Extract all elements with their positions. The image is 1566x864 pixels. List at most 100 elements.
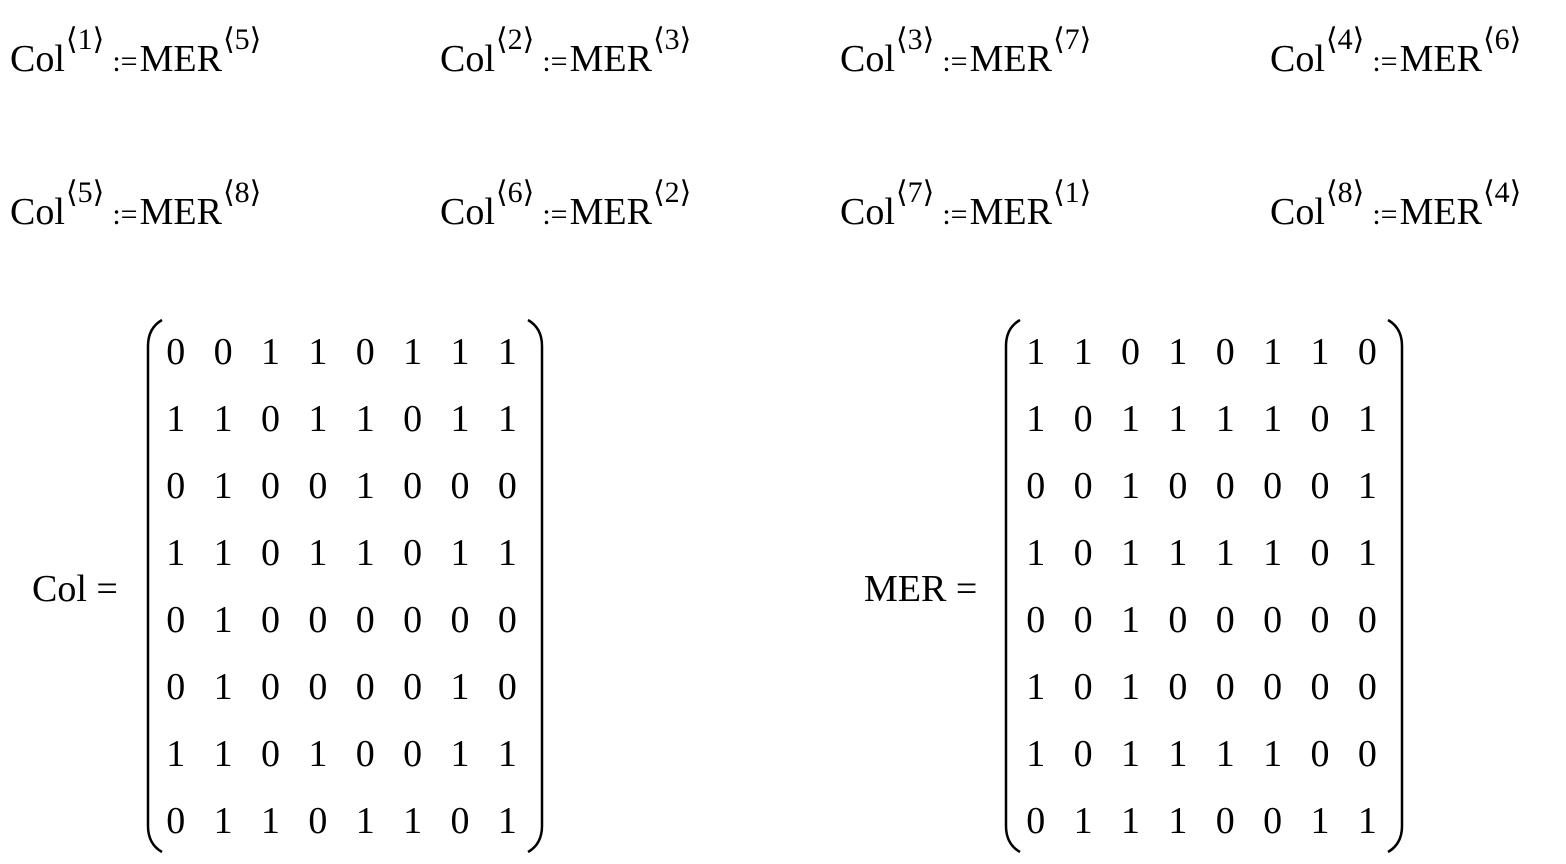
matrix-cell: 1 — [389, 318, 436, 385]
matrix-cell: 1 — [199, 586, 246, 653]
matrix-cell: 0 — [342, 318, 389, 385]
matrix-cell: 1 — [436, 720, 483, 787]
matrix-cell: 0 — [342, 586, 389, 653]
assign-operator: := — [542, 45, 567, 78]
matrix-cell: 1 — [1202, 720, 1249, 787]
matrix-label: MER = — [864, 570, 977, 608]
matrix-cell: 1 — [1107, 452, 1154, 519]
assignment-col-5: Col⟨5⟩:=MER⟨8⟩ — [10, 193, 261, 231]
right-paren-icon — [524, 318, 548, 854]
rhs-index: ⟨3⟩ — [653, 23, 691, 56]
matrix-cell: 0 — [389, 385, 436, 452]
matrix-cell: 1 — [1107, 787, 1154, 854]
right-paren-icon — [1384, 318, 1408, 854]
rhs-index: ⟨6⟩ — [1483, 23, 1521, 56]
matrix-cell: 0 — [152, 787, 199, 854]
matrix-cell: 1 — [1107, 385, 1154, 452]
matrix-cell: 0 — [1296, 519, 1343, 586]
matrix-cell: 0 — [1154, 586, 1201, 653]
matrix-cell: 1 — [1059, 787, 1106, 854]
matrix-cell: 0 — [389, 519, 436, 586]
matrix-cell: 0 — [294, 452, 341, 519]
matrix-cell: 1 — [199, 385, 246, 452]
lhs-name: Col — [840, 38, 895, 80]
lhs-index: ⟨2⟩ — [496, 23, 534, 56]
matrix-cell: 0 — [152, 318, 199, 385]
matrix-cell: 0 — [1059, 586, 1106, 653]
matrix-cell: 1 — [1296, 318, 1343, 385]
lhs-name: Col — [840, 191, 895, 233]
rhs-name: MER — [970, 38, 1052, 80]
lhs-name: Col — [10, 38, 65, 80]
matrix-cell: 1 — [247, 787, 294, 854]
rhs-name: MER — [140, 38, 222, 80]
matrix-cell: 1 — [1154, 318, 1201, 385]
matrix-cell: 1 — [294, 318, 341, 385]
matrix-cell: 0 — [1202, 586, 1249, 653]
matrix-cell: 1 — [436, 385, 483, 452]
lhs-name: Col — [1270, 191, 1325, 233]
lhs-index: ⟨5⟩ — [66, 176, 104, 209]
matrix-cell: 1 — [294, 519, 341, 586]
matrix-cell: 0 — [436, 452, 483, 519]
matrix-cell: 1 — [199, 519, 246, 586]
matrix-cell: 0 — [389, 653, 436, 720]
assign-operator: := — [542, 198, 567, 231]
matrix-cell: 1 — [1249, 385, 1296, 452]
matrix-cell: 0 — [1296, 653, 1343, 720]
matrix-cell: 0 — [247, 385, 294, 452]
rhs-index: ⟨7⟩ — [1053, 23, 1091, 56]
matrix-cell: 0 — [152, 653, 199, 720]
rhs-index: ⟨2⟩ — [653, 176, 691, 209]
matrix-cell: 1 — [1107, 586, 1154, 653]
lhs-name: Col — [440, 191, 495, 233]
assignment-col-2: Col⟨2⟩:=MER⟨3⟩ — [440, 40, 691, 78]
matrix-cell: 0 — [247, 653, 294, 720]
assign-operator: := — [942, 45, 967, 78]
assignment-col-8: Col⟨8⟩:=MER⟨4⟩ — [1270, 193, 1521, 231]
assign-operator: := — [1372, 45, 1397, 78]
matrix-cell: 1 — [1249, 318, 1296, 385]
matrix-cell: 1 — [342, 385, 389, 452]
assign-operator: := — [112, 198, 137, 231]
matrix-cell: 0 — [1154, 653, 1201, 720]
matrix-cell: 0 — [247, 586, 294, 653]
lhs-name: Col — [10, 191, 65, 233]
rhs-name: MER — [570, 38, 652, 80]
matrix-cell: 0 — [436, 787, 483, 854]
assignment-col-3: Col⟨3⟩:=MER⟨7⟩ — [840, 40, 1091, 78]
assignment-col-1: Col⟨1⟩:=MER⟨5⟩ — [10, 40, 261, 78]
matrix-cell: 1 — [1107, 720, 1154, 787]
matrix-cell: 1 — [1154, 519, 1201, 586]
matrix-cell: 1 — [1154, 385, 1201, 452]
assign-operator: := — [942, 198, 967, 231]
matrix-cell: 0 — [247, 519, 294, 586]
matrix-cell: 1 — [152, 720, 199, 787]
matrix-cell: 1 — [1249, 720, 1296, 787]
matrix-cell: 0 — [1296, 720, 1343, 787]
matrix-cell: 1 — [1012, 318, 1059, 385]
matrix-cell: 1 — [1012, 653, 1059, 720]
matrix-cell: 1 — [1202, 519, 1249, 586]
matrix-cell: 0 — [1012, 787, 1059, 854]
matrix-cell: 1 — [1249, 519, 1296, 586]
rhs-index: ⟨5⟩ — [223, 23, 261, 56]
matrix-cell: 1 — [436, 519, 483, 586]
rhs-name: MER — [140, 191, 222, 233]
rhs-index: ⟨1⟩ — [1053, 176, 1091, 209]
rhs-index: ⟨8⟩ — [223, 176, 261, 209]
matrix-cell: 1 — [1154, 787, 1201, 854]
lhs-name: Col — [1270, 38, 1325, 80]
rhs-name: MER — [1400, 191, 1482, 233]
matrix-cell: 0 — [1059, 452, 1106, 519]
matrix-cell: 0 — [436, 586, 483, 653]
matrix-cell: 0 — [1059, 519, 1106, 586]
matrix-cell: 0 — [1296, 586, 1343, 653]
matrix-cell: 0 — [1249, 787, 1296, 854]
lhs-index: ⟨6⟩ — [496, 176, 534, 209]
matrix-cell: 1 — [1107, 653, 1154, 720]
rhs-name: MER — [1400, 38, 1482, 80]
assignment-col-4: Col⟨4⟩:=MER⟨6⟩ — [1270, 40, 1521, 78]
matrix-cell: 1 — [199, 452, 246, 519]
matrix-cell: 1 — [247, 318, 294, 385]
